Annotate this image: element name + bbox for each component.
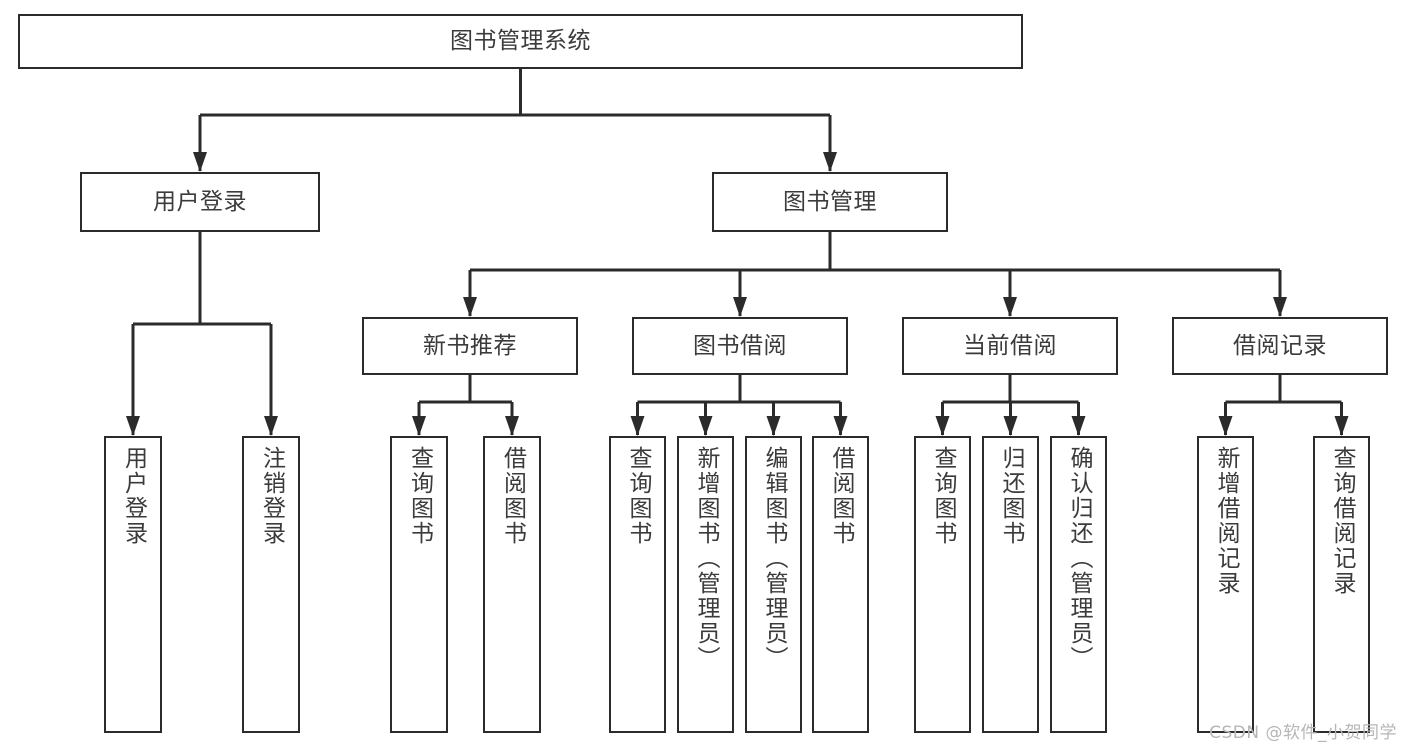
node-label-l_logout: 注销登录 <box>258 446 285 546</box>
arrowhead-r_add <box>1218 416 1233 436</box>
node-label-b_edit: 编辑图书（管理员） <box>761 446 787 671</box>
arrowhead-newbook <box>463 297 477 317</box>
node-label-b_add: 新增图书（管理员） <box>693 446 719 671</box>
node-root[interactable]: 图书管理系统 <box>18 14 1023 69</box>
node-label-n_query: 查询图书 <box>406 446 433 546</box>
node-b_query[interactable]: 查询图书 <box>609 436 666 733</box>
node-l_login[interactable]: 用户登录 <box>104 436 162 733</box>
arrowhead-b_edit <box>766 416 781 436</box>
node-label-records: 借阅记录 <box>1233 332 1327 359</box>
node-bookmgmt[interactable]: 图书管理 <box>712 172 948 232</box>
arrowhead-c_confirm <box>1071 416 1086 436</box>
arrowhead-b_add <box>698 416 713 436</box>
node-label-root: 图书管理系统 <box>450 28 591 55</box>
arrowhead-n_query <box>412 416 426 436</box>
node-c_query[interactable]: 查询图书 <box>914 436 971 733</box>
node-n_borrow[interactable]: 借阅图书 <box>483 436 541 733</box>
arrowhead-c_return <box>1003 416 1018 436</box>
node-label-c_confirm: 确认归还（管理员） <box>1066 446 1092 671</box>
node-newbook[interactable]: 新书推荐 <box>362 317 578 375</box>
node-r_query[interactable]: 查询借阅记录 <box>1313 436 1370 733</box>
arrowhead-borrow <box>733 297 747 317</box>
node-label-borrow: 图书借阅 <box>693 332 787 359</box>
arrowhead-c_query <box>935 416 950 436</box>
arrowhead-login <box>193 152 207 172</box>
arrowhead-r_query <box>1334 416 1349 436</box>
arrowhead-l_logout <box>264 416 278 436</box>
node-b_edit[interactable]: 编辑图书（管理员） <box>745 436 802 733</box>
watermark-text: CSDN @软件_小贺同学 <box>1209 723 1397 743</box>
node-label-bookmgmt: 图书管理 <box>783 188 877 215</box>
arrowhead-n_borrow <box>505 416 519 436</box>
node-b_lend[interactable]: 借阅图书 <box>812 436 869 733</box>
node-current[interactable]: 当前借阅 <box>902 317 1118 375</box>
node-label-r_query: 查询借阅记录 <box>1329 446 1355 596</box>
node-label-n_borrow: 借阅图书 <box>499 446 526 546</box>
node-label-b_query: 查询图书 <box>625 446 651 546</box>
node-label-login: 用户登录 <box>153 188 247 215</box>
node-label-current: 当前借阅 <box>963 332 1057 359</box>
node-label-r_add: 新增借阅记录 <box>1213 446 1239 596</box>
arrowhead-current <box>1003 297 1017 317</box>
node-l_logout[interactable]: 注销登录 <box>242 436 300 733</box>
node-borrow[interactable]: 图书借阅 <box>632 317 848 375</box>
node-label-l_login: 用户登录 <box>120 446 147 546</box>
node-label-newbook: 新书推荐 <box>423 332 517 359</box>
node-n_query[interactable]: 查询图书 <box>390 436 448 733</box>
arrowhead-records <box>1273 297 1287 317</box>
node-label-b_lend: 借阅图书 <box>828 446 854 546</box>
node-b_add[interactable]: 新增图书（管理员） <box>677 436 734 733</box>
node-login[interactable]: 用户登录 <box>80 172 320 232</box>
node-records[interactable]: 借阅记录 <box>1172 317 1388 375</box>
arrowhead-bookmgmt <box>823 152 837 172</box>
node-c_confirm[interactable]: 确认归还（管理员） <box>1050 436 1107 733</box>
arrowhead-l_login <box>126 416 140 436</box>
node-c_return[interactable]: 归还图书 <box>982 436 1039 733</box>
node-label-c_return: 归还图书 <box>998 446 1024 546</box>
arrowhead-b_query <box>630 416 645 436</box>
arrowhead-b_lend <box>833 416 848 436</box>
node-r_add[interactable]: 新增借阅记录 <box>1197 436 1254 733</box>
node-label-c_query: 查询图书 <box>930 446 956 546</box>
